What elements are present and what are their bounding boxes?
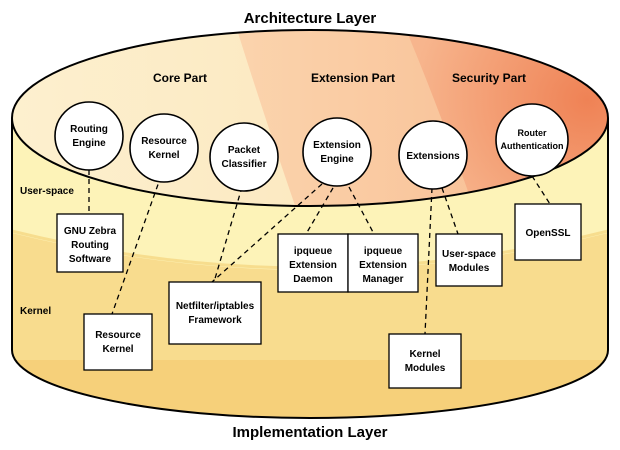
kernel-modules-box — [388, 333, 462, 389]
router-authentication-node — [495, 103, 569, 177]
packet-classifier-label-2: Classifier — [221, 159, 266, 170]
packet-classifier-label-1: Packet — [228, 145, 261, 156]
ipqueue-daemon-label-1: ipqueue — [294, 246, 333, 257]
extension-engine-label-2: Engine — [320, 154, 354, 165]
resource-kernel-node — [129, 113, 199, 183]
ipqueue-daemon-label-3: Daemon — [293, 274, 332, 285]
netfilter-box — [168, 281, 262, 345]
resource-kernel-box — [83, 313, 153, 371]
netfilter-label-1: Netfilter/iptables — [176, 301, 255, 312]
user-space-modules-box — [435, 233, 503, 287]
cylinder-bottom-outline — [11, 349, 609, 419]
gnu-zebra-box — [56, 213, 124, 273]
gnu-zebra-label-3: Software — [69, 254, 112, 265]
resource-kernel-box-label-2: Kernel — [102, 344, 133, 355]
connector-extensions-kernel-modules — [424, 187, 433, 335]
resource-kernel-node-label-2: Kernel — [148, 150, 179, 161]
ipqueue-manager-label-1: ipqueue — [364, 246, 403, 257]
user-space-label: User-space — [20, 186, 74, 197]
extensions-label: Extensions — [406, 151, 460, 162]
connector-resource-kernel — [111, 175, 162, 315]
user-space-modules-label-2: Modules — [449, 263, 490, 274]
resource-kernel-box-label-1: Resource — [95, 330, 141, 341]
routing-engine-label-1: Routing — [70, 124, 108, 135]
netfilter-label-2: Framework — [188, 315, 242, 326]
implementation-layer-title: Implementation Layer — [232, 424, 387, 441]
ipqueue-manager-label-3: Manager — [362, 274, 403, 285]
connectors — [88, 170, 551, 335]
extension-part-label: Extension Part — [311, 71, 395, 85]
connector-extension-netfilter — [211, 183, 323, 283]
routing-engine-label-2: Engine — [72, 138, 106, 149]
router-authentication-label-1: Router — [518, 128, 547, 138]
extension-engine-label-1: Extension — [313, 140, 361, 151]
ipqueue-daemon-box — [277, 233, 349, 293]
ipqueue-manager-label-2: Extension — [359, 260, 407, 271]
router-authentication-label-2: Authentication — [501, 141, 564, 151]
user-space-modules-label-1: User-space — [442, 249, 496, 260]
connector-auth-openssl — [531, 175, 551, 205]
packet-classifier-node — [209, 122, 279, 192]
kernel-modules-label-1: Kernel — [409, 349, 440, 360]
connector-extensions-userspace-modules — [441, 187, 459, 235]
gnu-zebra-label-2: Routing — [71, 240, 109, 251]
architecture-layer-title: Architecture Layer — [244, 10, 377, 27]
routing-engine-node — [54, 101, 124, 171]
gnu-zebra-label-1: GNU Zebra — [64, 226, 117, 237]
resource-kernel-node-label-1: Resource — [141, 136, 187, 147]
connector-packet-netfilter — [213, 186, 243, 283]
openssl-box — [514, 203, 582, 261]
extension-engine-node — [302, 117, 372, 187]
kernel-modules-label-2: Modules — [405, 363, 446, 374]
core-part-label: Core Part — [153, 71, 207, 85]
openssl-label: OpenSSL — [525, 228, 570, 239]
extensions-node — [398, 120, 468, 190]
kernel-label: Kernel — [20, 306, 51, 317]
security-part-label: Security Part — [452, 71, 526, 85]
ipqueue-daemon-label-2: Extension — [289, 260, 337, 271]
ipqueue-manager-box — [347, 233, 419, 293]
